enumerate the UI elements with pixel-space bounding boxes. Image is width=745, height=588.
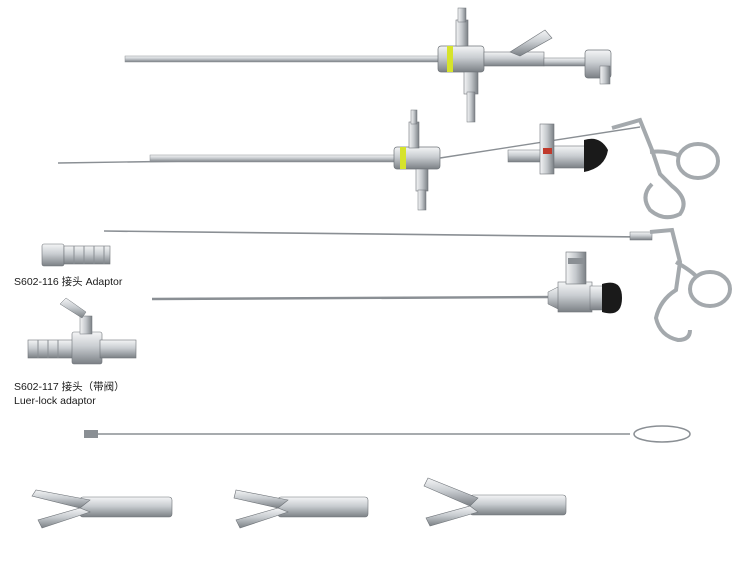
- telescope: [151, 251, 622, 314]
- scissors-tip: [423, 477, 567, 527]
- biopsy-forceps-tip: [233, 489, 369, 529]
- luer-lock-adaptor-s602-117: [27, 297, 137, 365]
- grasping-forceps-tip: [31, 489, 173, 529]
- snare-loop: [84, 425, 691, 443]
- luer-lock-label-line2: Luer-lock adaptor: [14, 395, 96, 407]
- adaptor-s602-116: [41, 243, 111, 267]
- adaptor-label: S602-116 接头 Adaptor: [14, 276, 123, 288]
- sheath-with-stopcock: [124, 7, 612, 123]
- luer-lock-label-line1: S602-117 接头（带阀）: [14, 381, 125, 393]
- operating-sheath-with-telescope-and-forceps: [57, 109, 720, 220]
- flexible-forceps: [103, 227, 732, 343]
